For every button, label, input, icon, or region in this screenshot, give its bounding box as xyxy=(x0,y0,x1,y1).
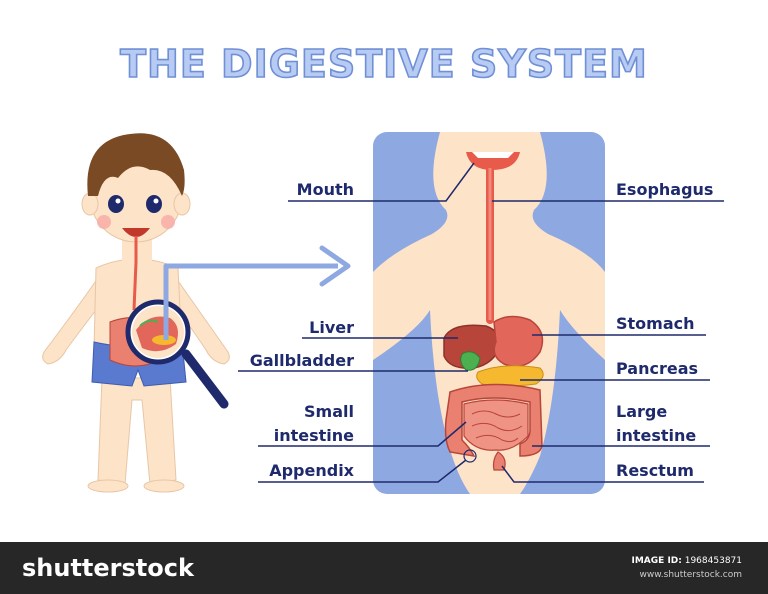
boy-mouth xyxy=(122,228,150,237)
label-esophagus: Esophagus xyxy=(616,180,714,199)
label-small-intestine-line1: Small xyxy=(304,402,354,421)
mouth-leader xyxy=(288,162,475,202)
watermark-footer: shutterstock IMAGE ID: 1968453871 www.sh… xyxy=(0,542,768,594)
torso-panel xyxy=(373,132,605,494)
magnifying-glass-icon xyxy=(125,299,229,409)
boy-right-eye xyxy=(146,195,162,213)
zoom-arrow xyxy=(163,245,351,340)
boy-left-ear xyxy=(81,192,99,216)
label-small-intestine-line2: intestine xyxy=(273,426,354,445)
label-gallbladder: Gallbladder xyxy=(249,351,354,370)
brand-logo: shutterstock xyxy=(22,554,194,582)
label-large-intestine-line2: intestine xyxy=(616,426,697,445)
panel-appendix-marker xyxy=(463,449,477,463)
panel-pancreas xyxy=(476,365,544,387)
rectum-leader xyxy=(501,465,704,483)
image-id-value: 1968453871 xyxy=(684,556,742,566)
label-rectum: Resctum xyxy=(616,461,694,480)
boy-right-arm xyxy=(169,276,230,365)
page-title: THE DIGESTIVE SYSTEM xyxy=(119,41,648,87)
boy-left-cheek xyxy=(97,215,111,229)
panel-stomach xyxy=(493,315,544,367)
boy-left-eye xyxy=(108,195,124,213)
small-intestine-leader xyxy=(258,421,467,447)
boy-esophagus xyxy=(132,236,138,311)
boy-hair xyxy=(87,133,185,196)
label-liver: Liver xyxy=(309,318,354,337)
boy-right-cheek xyxy=(161,215,175,229)
site-url: www.shutterstock.com xyxy=(639,570,742,580)
label-appendix: Appendix xyxy=(269,461,354,480)
panel-large-intestine xyxy=(444,383,543,457)
boy-right-ear xyxy=(173,192,191,216)
label-mouth: Mouth xyxy=(296,180,354,199)
leader-lines xyxy=(238,162,724,483)
boy-right-foot xyxy=(143,479,185,493)
boy-illustration xyxy=(42,133,230,493)
label-pancreas: Pancreas xyxy=(616,359,699,378)
label-stomach: Stomach xyxy=(616,314,695,333)
label-large-intestine-line1: Large xyxy=(616,402,668,421)
panel-gallbladder xyxy=(460,351,481,371)
boy-left-arm xyxy=(42,276,105,365)
appendix-leader xyxy=(258,459,467,483)
boy-legs xyxy=(97,377,177,485)
image-id-text: IMAGE ID: 1968453871 xyxy=(632,556,743,566)
image-id-label: IMAGE ID: xyxy=(631,556,682,566)
panel-rectum xyxy=(492,451,506,471)
panel-small-intestine xyxy=(463,399,529,451)
boy-left-foot xyxy=(87,479,129,493)
